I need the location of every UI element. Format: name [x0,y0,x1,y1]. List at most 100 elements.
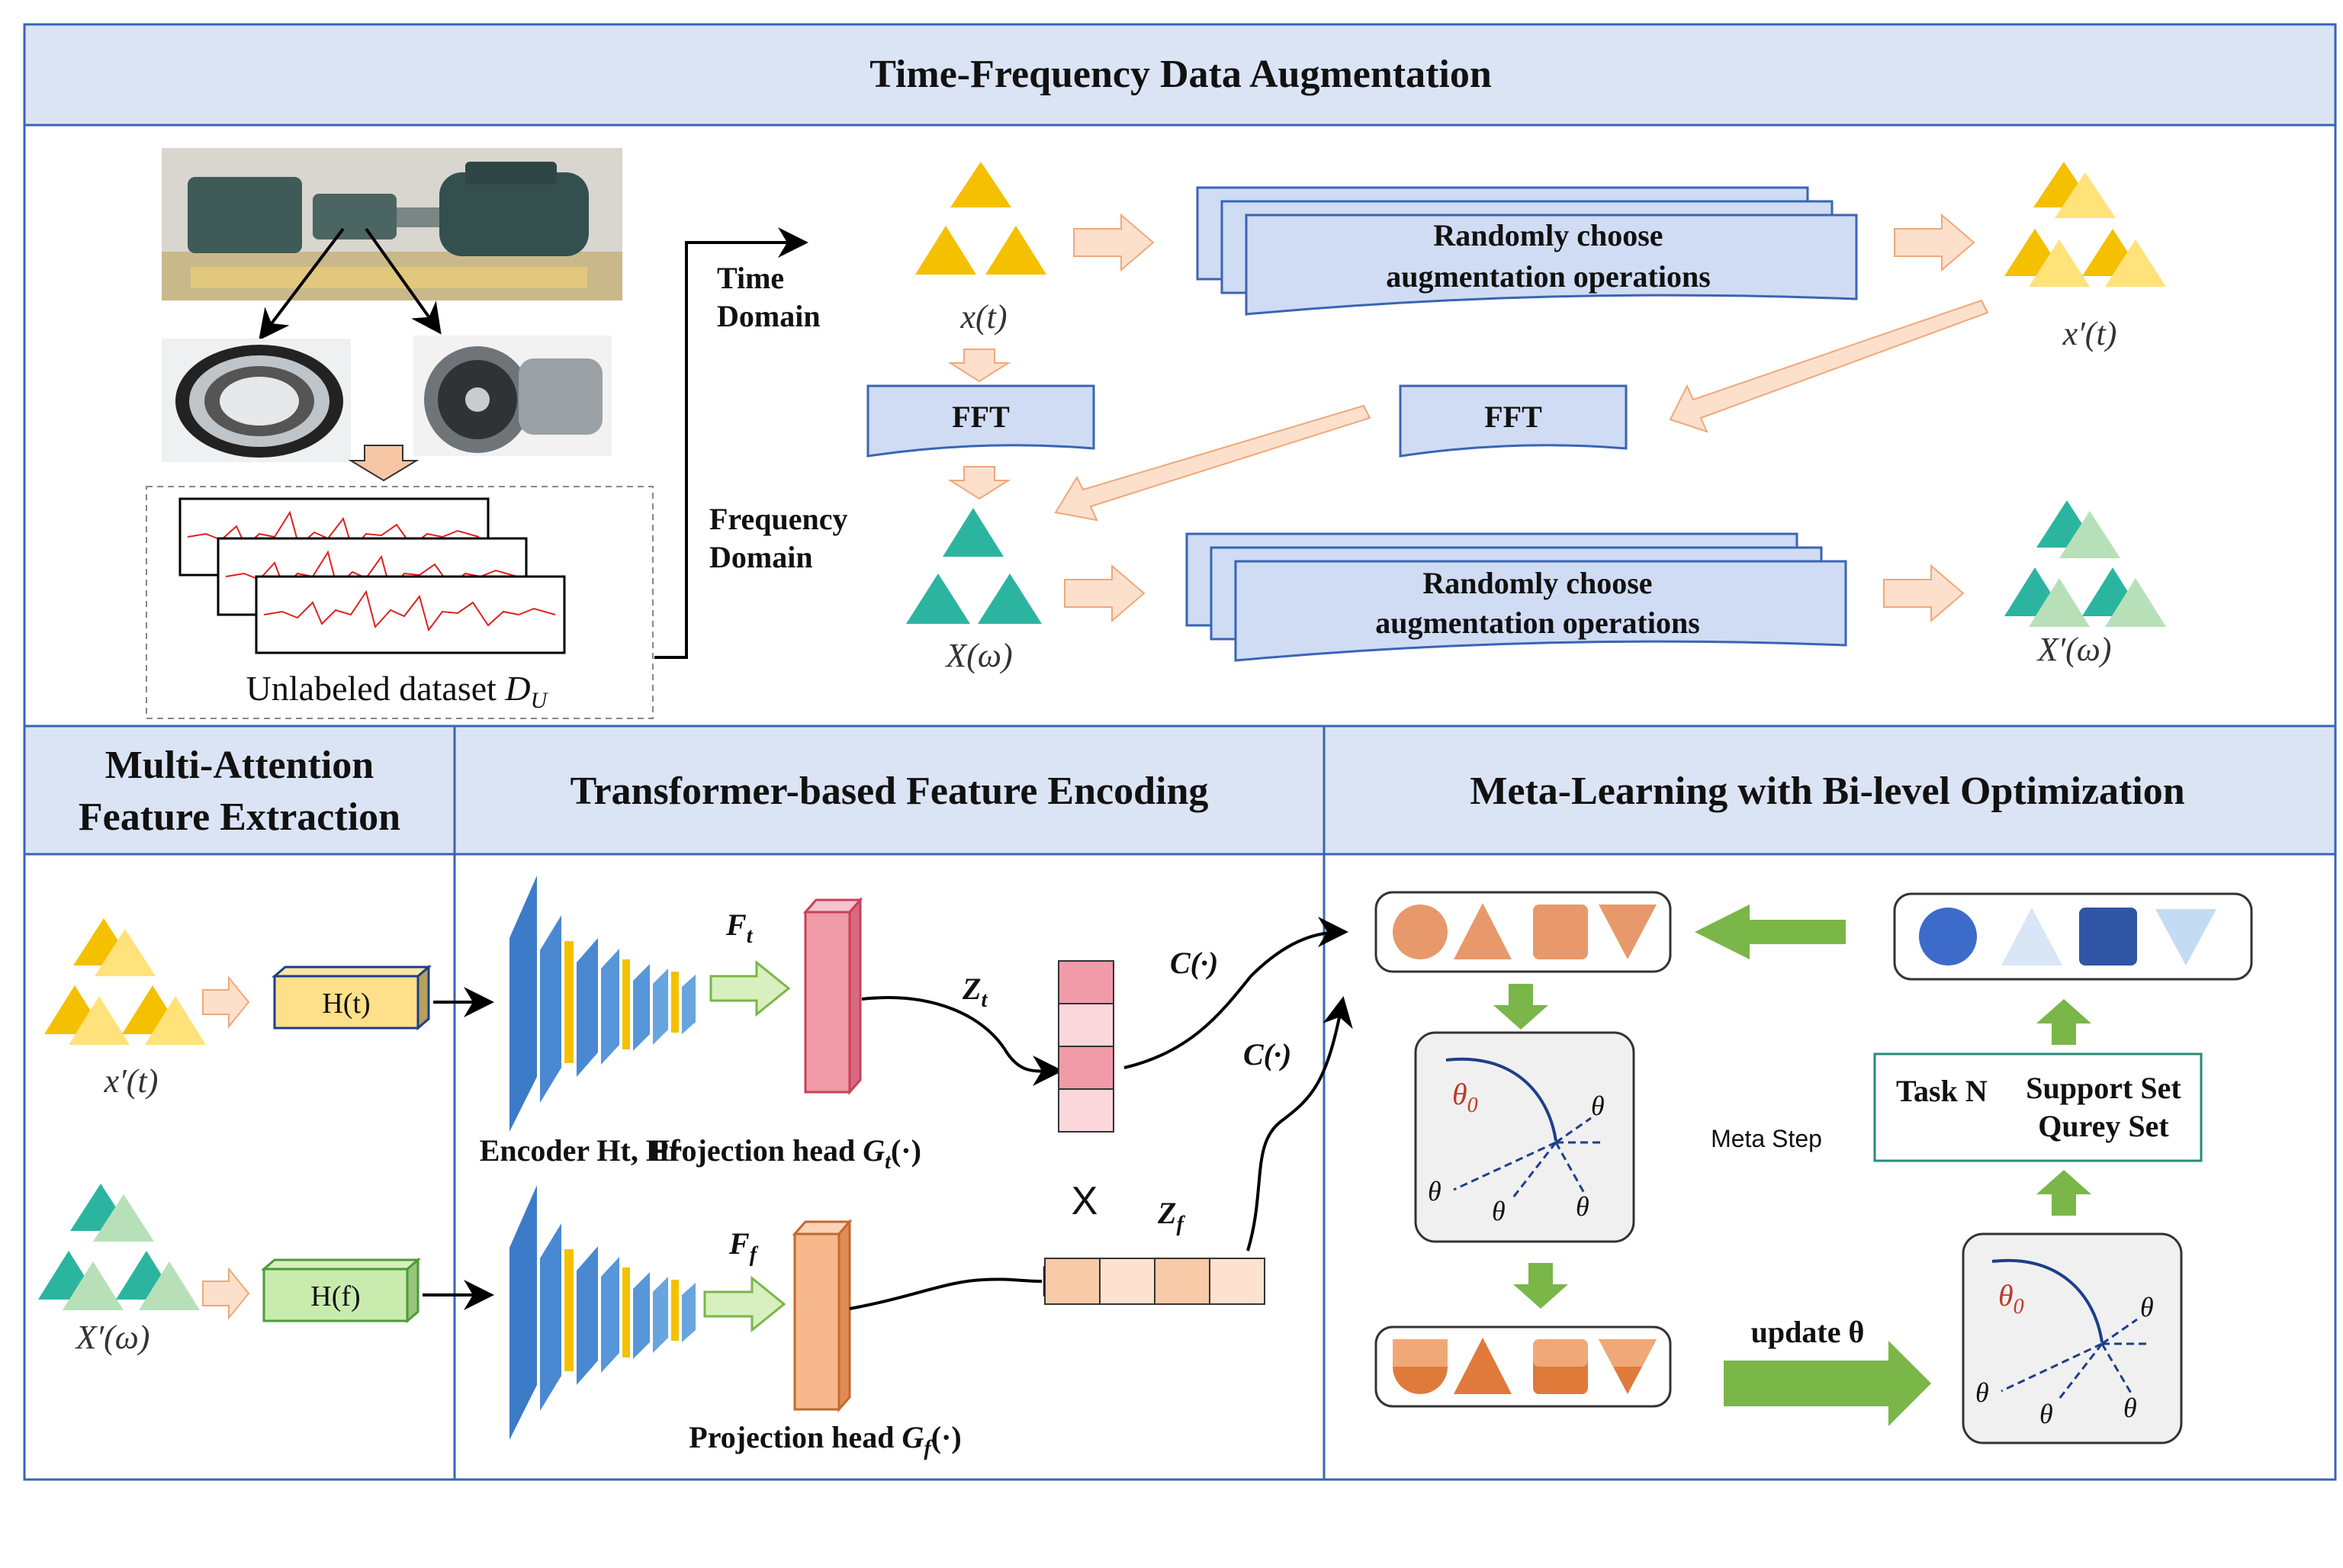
X-omega-label: X(ω) [944,637,1012,674]
C-label-1: C(·) [1170,946,1218,980]
unlabeled-dataset-box [146,486,654,719]
H-t-label: H(t) [322,988,370,1020]
meta-theta0-label: θ0 [1452,1077,1478,1117]
task-n-label: Task N [1896,1074,1988,1108]
bottom-left-title-line1: Multi-Attention [105,744,374,787]
peach-arrow-freq-2 [1883,564,1965,623]
cross-mark: X [1072,1179,1098,1223]
meta-theta-tri-label: θ [1591,1091,1605,1121]
time-domain-label-2: Domain [717,299,821,333]
encoder-label: Encoder Ht, Hf [480,1133,680,1168]
fft-box-1 [866,384,1095,458]
dataset-to-domains-connector [654,227,808,659]
shape-row-bottom [1374,1325,1672,1408]
F-t-label: Ft [725,908,754,948]
shape-row-query [1893,892,2253,981]
green-arrow-Ft [709,959,791,1017]
aug-freq-line1: Randomly choose [1422,566,1652,600]
bottom-right-title: Meta-Learning with Bi-level Optimization [1470,770,2184,813]
zt-vector [1058,960,1114,1133]
top-header-band [23,23,2337,127]
zf-to-meta-arrow [1246,996,1353,1252]
bl-peach-arrow-t [202,975,250,1029]
down-arrow-to-freq [947,466,1011,500]
proj-head-t-bar [802,897,863,1095]
x-t-label: x(t) [959,298,1007,336]
peach-arrow-time-2 [1894,213,1975,272]
peach-arrow-fft-to-freq [1054,404,1371,522]
update-theta-label: update θ [1751,1315,1865,1349]
proj-head-t-label: Projection head Gt(·) [650,1133,921,1174]
H-f-block [260,1257,422,1324]
x-prime-t-label: x′(t) [2062,315,2117,352]
bl-augmented-time-triangles [44,918,206,1045]
updated-theta0-label: θ0 [1998,1278,2024,1319]
query-set-label: Qurey Set [2038,1109,2169,1143]
H-t-block [271,964,432,1031]
bottom-mid-title: Transformer-based Feature Encoding [570,770,1209,813]
bottom-header-band [23,725,2337,856]
aug-stack-time [1196,186,1858,316]
meta-step-panel [1414,1031,1635,1243]
green-arrow-down-2 [1513,1263,1568,1309]
test-rig-photo [162,148,622,300]
down-arrow-to-signals [348,445,419,482]
green-arrow-down-1 [1493,984,1548,1030]
Zf-curve [849,1277,1043,1310]
photo-to-bearing-arrow [259,227,345,341]
meta-theta-sq-label: θ [1576,1191,1589,1222]
meta-step-label: Meta Step [1711,1125,1822,1152]
down-arrow-to-fft-1 [947,349,1011,383]
X-prime-omega-label: X′(ω) [2036,631,2112,668]
support-set-label: Support Set [2026,1071,2181,1105]
aug-time-line2: augmentation operations [1386,259,1711,294]
meta-theta-circ-label: θ [1428,1176,1441,1207]
turbine-engine-image [413,336,612,456]
updated-theta-tri2-label: θ [2039,1399,2053,1429]
zt-to-meta-arrow [1123,917,1348,1069]
augmented-time-triangles [2004,162,2166,287]
green-arrow-Ff [703,1275,786,1333]
updated-theta-sq-label: θ [2123,1393,2137,1423]
freq-triangles [906,508,1042,624]
Z-t-label: Zt [962,972,988,1012]
freq-domain-label-2: Domain [709,540,813,574]
meta-theta-tri2-label: θ [1492,1196,1506,1226]
green-arrow-update [1724,1341,1931,1426]
proj-head-f-label: Projection head Gf(·) [689,1420,961,1460]
encoder-bottom [509,1185,696,1440]
fft-label-1: FFT [952,400,1010,434]
peach-arrow-freq-1 [1064,564,1146,623]
freq-domain-label-1: Frequency [709,502,847,536]
green-arrow-up-1 [2036,999,2091,1045]
top-section-title: Time-Frequency Data Augmentation [869,53,1492,96]
proj-head-f-bar [792,1219,853,1412]
C-label-2: C(·) [1243,1037,1291,1072]
peach-arrow-time-1 [1073,213,1155,272]
encoder-top [509,876,696,1132]
aug-freq-line2: augmentation operations [1375,606,1700,640]
green-arrow-left [1695,904,1846,959]
H-f-label: H(f) [310,1280,360,1313]
green-arrow-up-2 [2036,1170,2091,1216]
shape-row-top [1374,891,1672,973]
updated-meta-panel [1962,1232,2183,1444]
updated-theta-circ-label: θ [1975,1377,1989,1408]
bearing-image [162,339,351,462]
aug-time-line1: Randomly choose [1433,218,1663,252]
time-triangles [915,162,1046,275]
zf-vector [1044,1258,1265,1305]
F-f-label: Ff [728,1226,759,1267]
fft-box-2 [1399,384,1628,458]
bottom-left-title-line2: Feature Extraction [79,795,400,839]
augmented-freq-triangles [2004,500,2166,627]
dataset-label: Unlabeled dataset DU [246,669,549,713]
bl-x-prime-t-label: x′(t) [104,1062,159,1100]
bl-augmented-freq-triangles [38,1184,200,1310]
bl-X-prime-omega-label: X′(ω) [75,1319,150,1356]
time-domain-label-1: Time [717,261,784,295]
aug-stack-freq [1185,532,1847,662]
photo-to-engine-arrow [365,227,442,335]
signal-stack [178,497,566,654]
